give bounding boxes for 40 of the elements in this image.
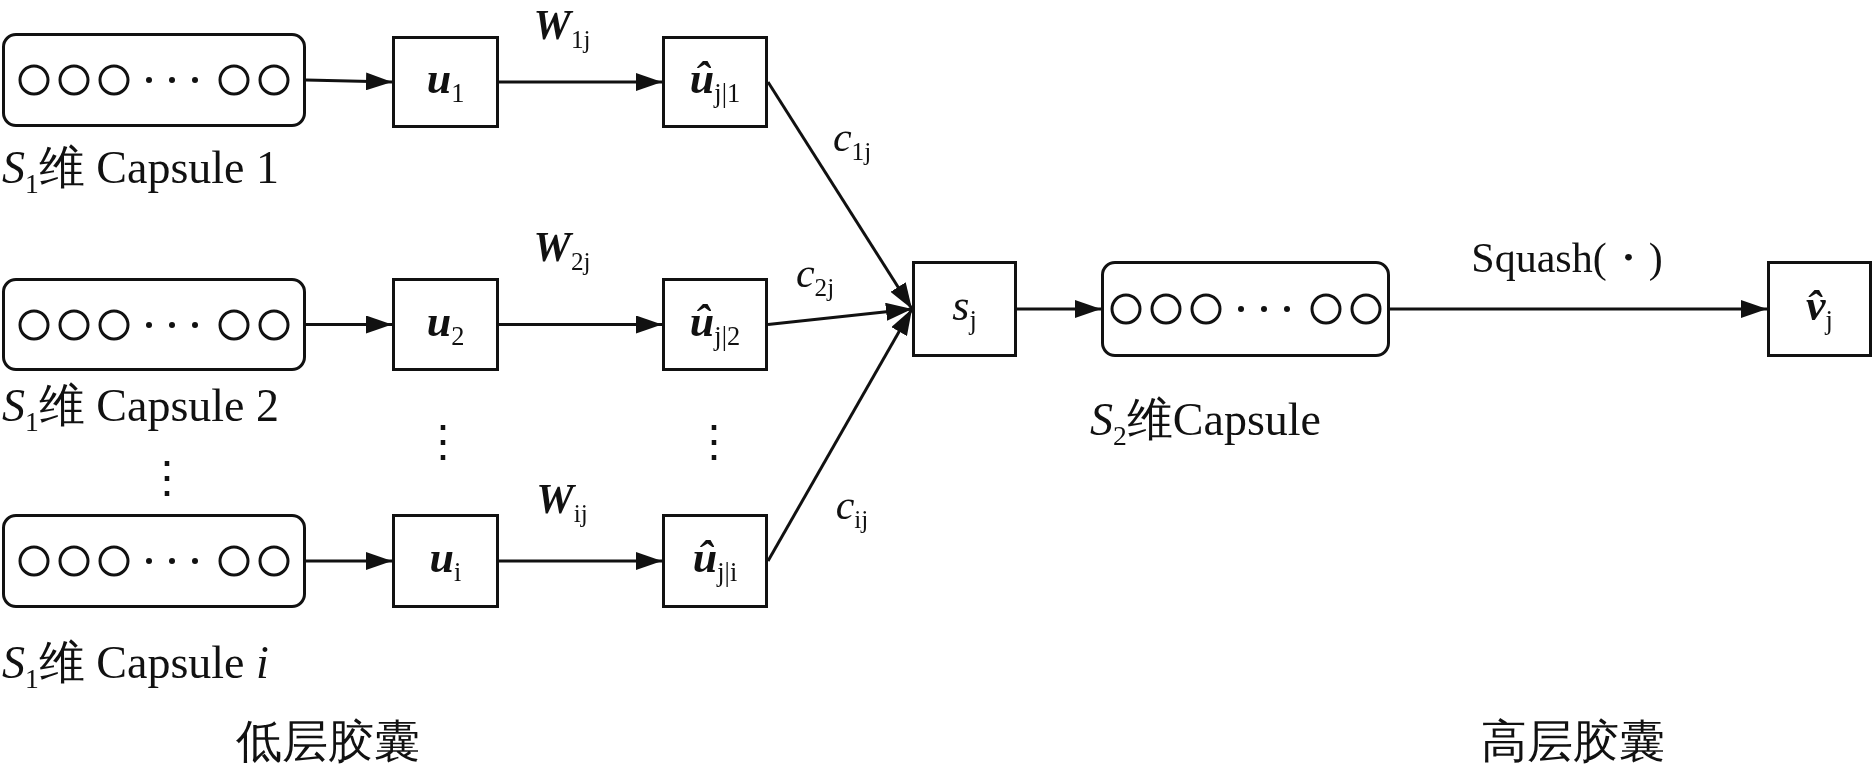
vector-symbol: u$_{1}$ bbox=[426, 57, 465, 107]
arrow bbox=[306, 315, 392, 334]
vector-box bbox=[392, 278, 499, 371]
vector-symbol: û$_{j|2}$ bbox=[689, 299, 741, 350]
layer-label: 高层胶囊 bbox=[1481, 719, 1665, 765]
ellipsis-mark: ⋮ bbox=[692, 420, 736, 464]
vector-box bbox=[662, 514, 768, 608]
arrow bbox=[766, 81, 914, 310]
ellipsis-mark: ⋮ bbox=[421, 420, 465, 464]
vector-symbol: u$_{2}$ bbox=[426, 299, 465, 350]
vector-box bbox=[392, 514, 499, 608]
layer-label: 低层胶囊 bbox=[236, 719, 420, 765]
arrow bbox=[305, 72, 393, 91]
capsule-box bbox=[2, 278, 306, 371]
arrow bbox=[306, 552, 392, 570]
ellipsis-mark: ⋮ bbox=[145, 456, 189, 500]
vector-symbol: û$_{j|1}$ bbox=[689, 57, 741, 107]
arrow bbox=[499, 315, 662, 334]
vector-symbol: v̂$_{j}$ bbox=[1806, 284, 1833, 334]
capsule-caption: S$_{1}$维 Capsule 1 bbox=[2, 141, 279, 200]
capsule-box bbox=[1101, 261, 1390, 357]
vector-symbol: u$_{i}$ bbox=[429, 536, 462, 586]
arrow bbox=[499, 552, 662, 570]
capsule-caption: S$_{2}$维Capsule bbox=[1090, 393, 1321, 452]
arrow bbox=[1390, 300, 1767, 318]
vector-box bbox=[392, 36, 499, 128]
capsule-caption: S$_{1}$维 Capsule 2 bbox=[2, 379, 279, 438]
capsule-box bbox=[2, 514, 306, 608]
vector-box bbox=[1767, 261, 1872, 357]
capsule-caption: S$_{1}$维 Capsule i bbox=[2, 636, 269, 695]
arrow bbox=[766, 308, 914, 562]
arrow bbox=[499, 73, 662, 91]
vector-symbol: û$_{j|i}$ bbox=[692, 536, 738, 586]
vector-box bbox=[662, 278, 768, 371]
vector-symbol: s$_{j}$ bbox=[952, 284, 977, 334]
vector-box bbox=[662, 36, 768, 128]
capsule-box bbox=[2, 33, 306, 127]
arrow bbox=[1017, 300, 1101, 318]
arrow bbox=[767, 302, 913, 326]
vector-box bbox=[912, 261, 1017, 357]
